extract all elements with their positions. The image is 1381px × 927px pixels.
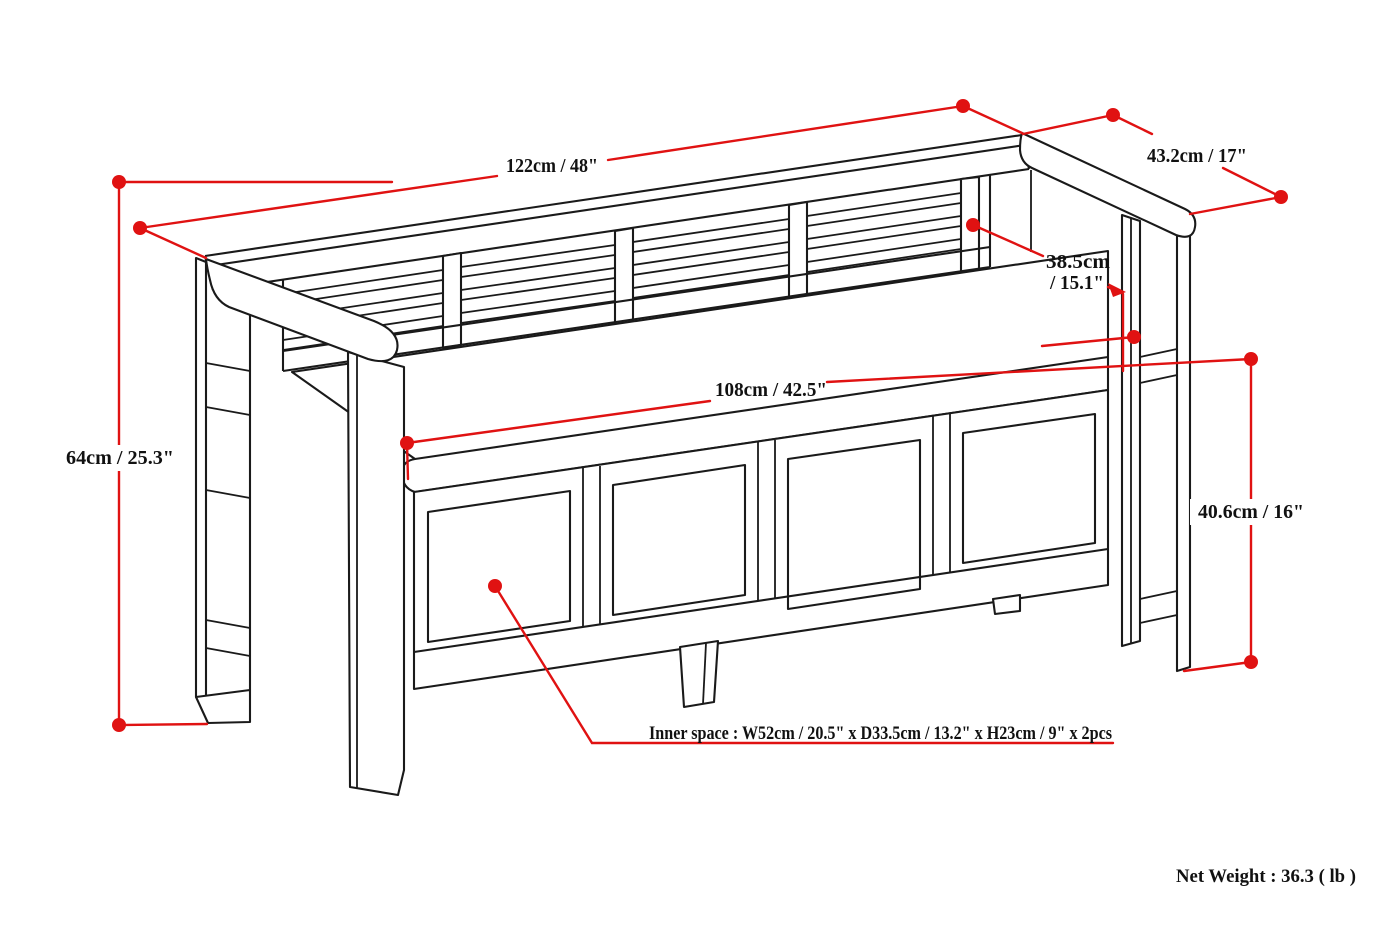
back-height-label-line1: 38.5cm xyxy=(1046,251,1110,273)
overall-height-label: 64cm / 25.3" xyxy=(66,447,174,469)
left-arm xyxy=(204,257,406,797)
seat-height-label: 40.6cm / 16" xyxy=(1198,501,1304,523)
inner-space-label: Inner space : W52cm / 20.5" x D33.5cm / … xyxy=(649,723,1112,744)
dim-overall-depth xyxy=(1021,108,1288,216)
back-height-label-line2: / 15.1" xyxy=(1049,272,1104,294)
door-panel xyxy=(961,412,1097,565)
inner-space-callout xyxy=(488,579,1115,745)
dim-seat-width xyxy=(400,357,1253,481)
net-weight-label: Net Weight : 36.3 ( lb ) xyxy=(1176,866,1356,887)
label-backdrop xyxy=(1190,499,1312,525)
legs xyxy=(678,593,1022,709)
overall-width-label: 122cm / 48" xyxy=(506,155,598,177)
label-backdrop xyxy=(58,445,182,471)
dim-seat-height xyxy=(1182,352,1258,673)
dim-overall-width xyxy=(133,99,1024,260)
left-end-panel xyxy=(194,256,252,725)
door-panel xyxy=(611,463,747,617)
right-arm xyxy=(1018,131,1197,673)
seat-width-label: 108cm / 42.5" xyxy=(715,379,827,401)
overall-depth-label: 43.2cm / 17" xyxy=(1147,145,1247,167)
door-panel xyxy=(426,489,572,644)
door-panel xyxy=(786,438,922,611)
dim-back-height xyxy=(966,218,1141,373)
storage-base xyxy=(412,388,1110,691)
